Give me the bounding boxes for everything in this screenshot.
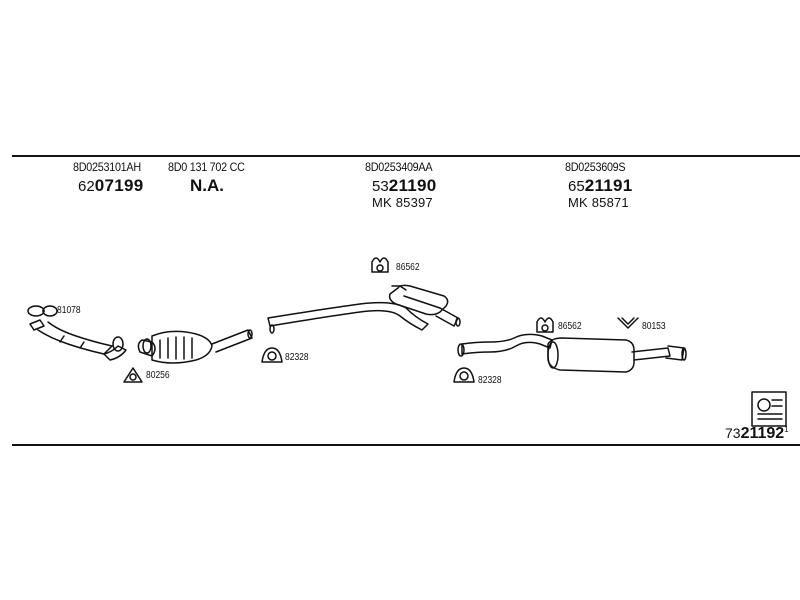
label-gasket-80256: 80256 (146, 370, 170, 381)
hanger-86562-b-icon (536, 317, 554, 333)
mk-number-rear-silencer: MK 85871 (568, 195, 629, 210)
oe-number-rear-silencer: 8D0253609S (565, 160, 626, 174)
intermediate-pipe-icon (267, 301, 429, 334)
system-number: 73211921 (725, 425, 789, 442)
oe-number-front-pipe: 8D0253101AH (73, 160, 141, 174)
catalyst-icon (137, 329, 253, 364)
part-number-rear-silencer: 6521191 (568, 176, 633, 195)
label-clamp-82328-b: 82328 (478, 375, 502, 386)
front-pipe-icon (29, 319, 127, 361)
rear-silencer-icon (457, 333, 687, 373)
top-rule (12, 155, 800, 157)
label-hanger-86562: 86562 (396, 262, 420, 273)
gasket-81078-icon (27, 305, 58, 317)
clamp-82328-b-icon (453, 367, 475, 383)
mk-number-middle-silencer: MK 85397 (372, 195, 433, 210)
bottom-rule (12, 444, 800, 446)
label-bracket-80153: 80153 (642, 321, 666, 332)
manufacturer-logo-icon (751, 391, 787, 427)
middle-silencer-icon (388, 284, 461, 327)
oe-number-middle-silencer: 8D0253409AA (365, 160, 433, 174)
not-available-catalyst: N.A. (190, 176, 224, 195)
clamp-82328-icon (261, 347, 283, 363)
gasket-80256-icon (123, 367, 143, 383)
hanger-86562-icon (371, 257, 389, 273)
label-hanger-86562-b: 86562 (558, 321, 582, 332)
label-gasket-81078: 81078 (57, 305, 81, 316)
oe-number-catalyst: 8D0 131 702 CC (168, 160, 245, 174)
part-number-middle-silencer: 5321190 (372, 176, 437, 195)
label-clamp-82328: 82328 (285, 352, 309, 363)
bracket-80153-icon (617, 317, 639, 329)
part-number-front-pipe: 6207199 (78, 176, 144, 195)
